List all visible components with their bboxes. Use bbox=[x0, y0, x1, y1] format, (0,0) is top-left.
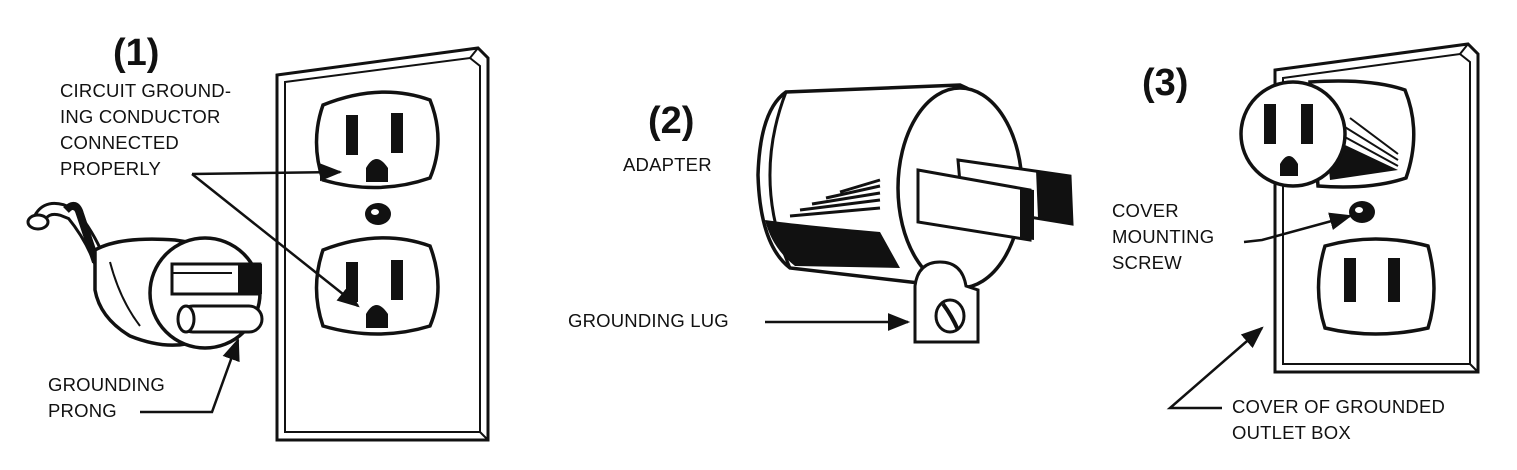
panel1-number: (1) bbox=[113, 32, 160, 74]
panel1-circuit-label-line2: ING CONDUCTOR bbox=[60, 106, 221, 127]
panel1-upper-receptacle bbox=[314, 90, 440, 190]
panel1-circuit-label-line1: CIRCUIT GROUND- bbox=[60, 80, 232, 101]
panel1-circuit-label-line3: CONNECTED bbox=[60, 132, 179, 153]
panel1-wall-plate bbox=[275, 46, 490, 442]
panel1-leaders bbox=[140, 163, 360, 414]
panel1-lower-receptacle bbox=[314, 236, 440, 336]
panel1-circuit-label-line4: PROPERLY bbox=[60, 158, 161, 179]
panel2-number: (2) bbox=[648, 100, 695, 142]
panel3-box-label-line1: COVER OF GROUNDED bbox=[1232, 396, 1446, 417]
panel3-screw-label-line1: COVER bbox=[1112, 200, 1179, 221]
panel2-lug-label: GROUNDING LUG bbox=[568, 310, 729, 331]
panel3-leaders bbox=[1166, 212, 1353, 410]
panel2-adapter-label: ADAPTER bbox=[623, 154, 712, 175]
panel3-number: (3) bbox=[1142, 62, 1189, 104]
panel3-screw-icon bbox=[1349, 201, 1375, 223]
panel3-box-label-line2: OUTLET BOX bbox=[1232, 422, 1351, 443]
panel2-adapter bbox=[756, 83, 1074, 344]
panel1-prong-label-line1: GROUNDING bbox=[48, 374, 165, 395]
panel1-prong-label-line2: PRONG bbox=[48, 400, 117, 421]
panel1-plug bbox=[26, 201, 264, 350]
panel3-screw-label-line3: SCREW bbox=[1112, 252, 1182, 273]
panel3-screw-label-line2: MOUNTING bbox=[1112, 226, 1215, 247]
panel1-screw-icon bbox=[365, 203, 391, 225]
panel3-wall-plate bbox=[1239, 42, 1480, 374]
